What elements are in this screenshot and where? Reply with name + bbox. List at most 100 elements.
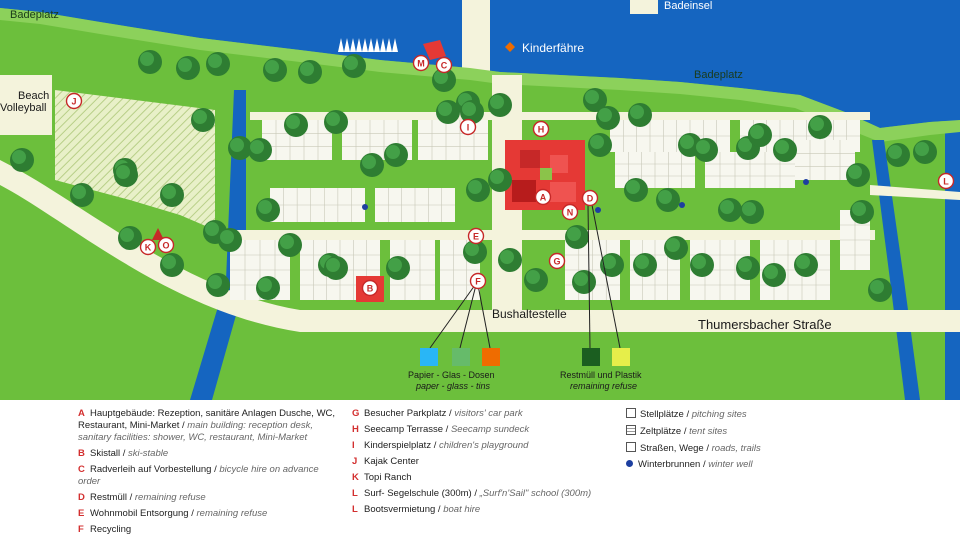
site-square-icon [626,408,636,418]
boat [380,38,386,52]
road-thumersbacher [0,160,960,332]
legend-text-de: Surf- Segelschule (300m) / [364,488,480,499]
legend-text-de: Recycling [90,524,132,535]
legend-text-en: boat hire [443,504,481,515]
boat [356,38,362,52]
pitching-block [375,188,455,222]
marker-o[interactable]: O [157,236,175,254]
legend-key: J [352,456,358,467]
boat [350,38,356,52]
marker-b[interactable]: B [361,279,379,297]
legend-item: Straßen, Wege / roads, trails [626,442,886,455]
boat [344,38,350,52]
legend-key: G [352,408,360,419]
road-north [250,112,870,120]
marker-n[interactable]: N [561,203,579,221]
legend-text-en: ski-stable [128,448,169,459]
legend-text-de: Hauptgebäude: Rezeption, sanitäre Anlage… [78,408,336,431]
legend-text-en: main building: reception desk, sanitary … [78,420,313,443]
topi-ranch-tent [152,228,164,240]
legend-text-en: remaining refuse [134,492,206,503]
marker-a[interactable]: A [534,188,552,206]
pitching-block [270,188,365,222]
lake-right-shore [945,120,960,400]
boat [392,38,398,52]
legend-text-de: Bootsvermietung / [364,504,444,515]
legend-text-en: visitors' car park [454,408,523,419]
marker-c[interactable]: C [435,56,453,74]
marker-letter: O [162,240,169,250]
recycling-lines [429,204,621,349]
legend-text-en: roads, trails [711,443,761,454]
legend-key: C [78,464,85,475]
marker-letter: D [587,193,594,203]
recycling-label-en-right: remaining refuse [570,381,637,391]
boat [362,38,368,52]
tins-bin [482,348,500,366]
legend-key: H [352,424,359,435]
marker-letter: B [367,283,374,293]
legend-text-de: Kajak Center [364,456,419,467]
legend-text-de: Stellplätze / [640,409,692,420]
legend-text-de: Wohnmobil Entsorgung / [90,508,197,519]
road-to-l [870,185,960,200]
marker-letter: G [553,256,560,266]
canal-right [872,140,920,400]
marker-e[interactable]: E [467,227,485,245]
legend-text-de: Radverleih auf Vorbestellung / [90,464,220,475]
marker-l[interactable]: L [937,172,955,190]
marker-k[interactable]: K [139,238,157,256]
marker-letter: F [475,276,481,286]
marker-letter: C [441,60,448,70]
site-square-icon [626,442,636,452]
marker-letter: I [467,122,470,132]
refuse-bin [582,348,600,366]
recycling-label-de-right: Restmüll und Plastik [560,370,642,380]
legend-key: D [78,492,85,503]
marker-m[interactable]: M [412,54,430,72]
marker-j[interactable]: J [65,92,83,110]
pitching-block [760,240,830,300]
label-kinderfaehre: Kinderfähre [522,41,584,55]
boat [386,38,392,52]
boat [338,38,344,52]
winter-well [595,207,601,213]
glass-bin [452,348,470,366]
moored-boats [338,38,398,52]
legend-text-en: bicycle hire on advance order [78,464,319,487]
map-markers: A B C D E F G H I J K L M N O [65,54,955,297]
legend-text-en: „Surf'n'Sail" school (300m) [479,488,592,499]
boat [374,38,380,52]
marker-letter: H [538,124,545,134]
legend-key: I [352,440,355,451]
marker-d[interactable]: D [581,189,599,207]
recycling-label-en-left: paper - glass - tins [415,381,491,391]
legend-key: L [352,504,358,515]
marker-letter: L [943,176,949,186]
winter-wells [362,179,809,213]
label-badeplatz-nw: Badeplatz [10,9,59,21]
marker-letter: K [145,242,152,252]
marker-letter: J [71,96,76,106]
legend-text-de: Skistall / [90,448,129,459]
legend-item: Winterbrunnen / winter well [626,459,886,471]
pitching-block [418,120,488,160]
marker-h[interactable]: H [532,120,550,138]
legend-key: E [78,508,85,519]
marker-letter: E [473,231,479,241]
legend-item: Zeltplätze / tent sites [626,425,886,438]
marker-f[interactable]: F [469,272,487,290]
legend-text-de: Besucher Parkplatz / [364,408,455,419]
marker-i[interactable]: I [459,118,477,136]
legend-text-en: pitching sites [691,409,747,420]
marker-g[interactable]: G [548,252,566,270]
jetty [462,0,490,75]
legend-text-de: Winterbrunnen / [638,459,709,470]
